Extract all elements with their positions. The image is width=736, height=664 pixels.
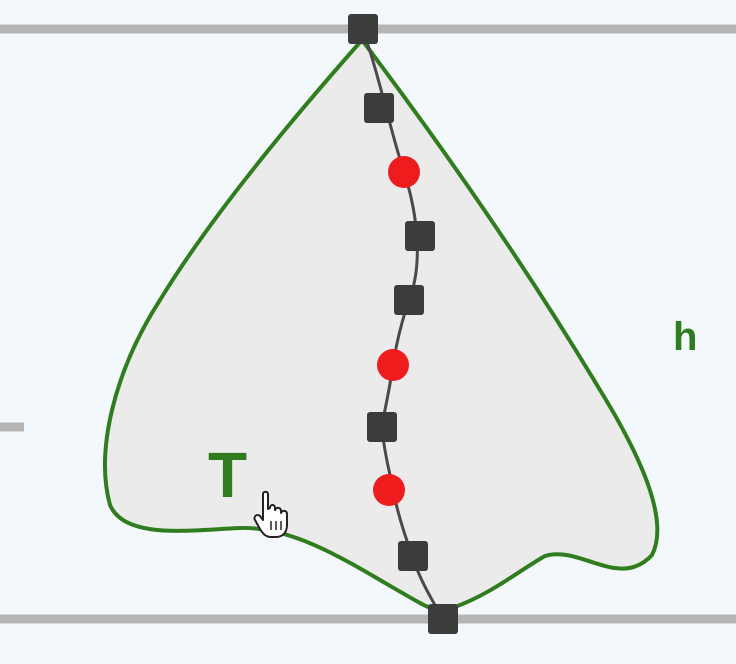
red-circle-node-icon[interactable] — [377, 349, 409, 381]
square-handle-icon[interactable] — [428, 604, 458, 634]
height-label: h — [673, 315, 697, 359]
square-handle-icon[interactable] — [394, 285, 424, 315]
red-circle-node-icon[interactable] — [388, 156, 420, 188]
square-handle-icon[interactable] — [367, 412, 397, 442]
red-circle-node-icon[interactable] — [373, 474, 405, 506]
square-handle-icon[interactable] — [398, 541, 428, 571]
square-handle-icon[interactable] — [364, 93, 394, 123]
square-handle-icon[interactable] — [405, 221, 435, 251]
hand-pointer-icon — [253, 490, 288, 538]
square-handle-icon[interactable] — [348, 14, 378, 44]
shape-outline[interactable] — [103, 38, 660, 613]
shape-label: T — [208, 439, 247, 511]
